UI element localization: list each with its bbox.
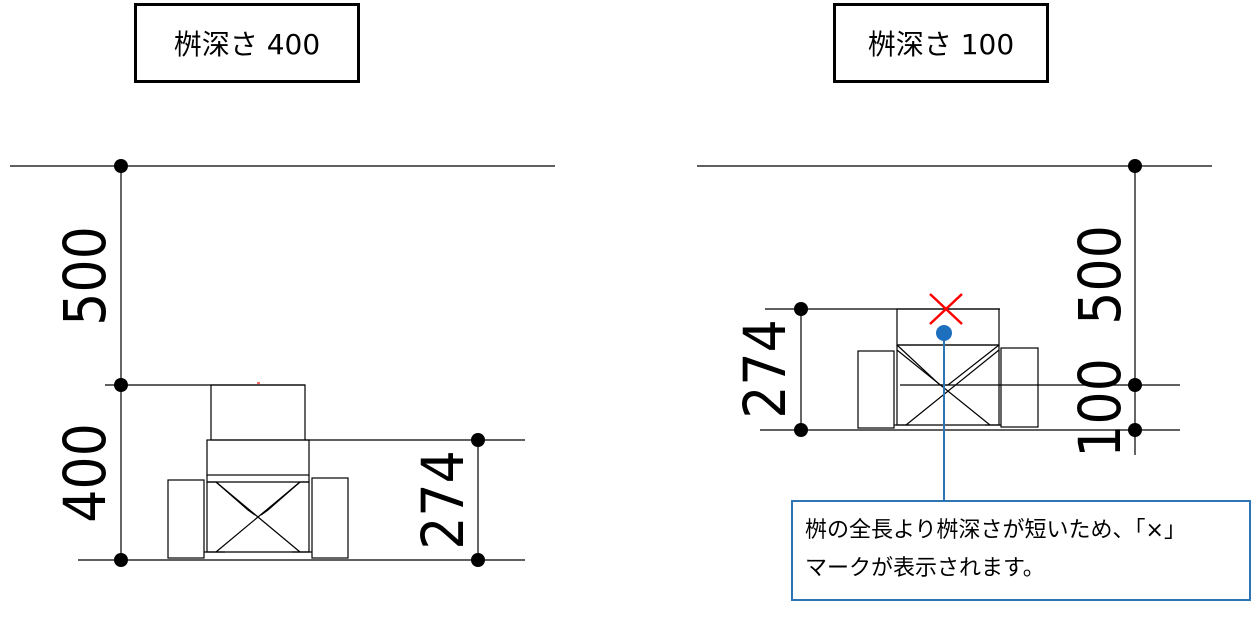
right-basin-body <box>896 345 1000 426</box>
left-nodes <box>114 159 485 567</box>
dimension-node-dot <box>114 553 128 567</box>
dimension-node-dot <box>1128 159 1142 173</box>
right-pipe-r <box>1000 347 1039 428</box>
right-dim-100: 100 <box>1066 358 1134 458</box>
left-riser <box>210 384 306 441</box>
left-dim-500: 500 <box>51 226 119 326</box>
callout-line-2: マークが表示されます。 <box>805 556 1045 581</box>
right-pipe-l <box>857 350 895 429</box>
dimension-node-dot <box>471 553 485 567</box>
callout-box: 桝の全長より桝深さが短いため、「×」 マークが表示されます。 <box>791 500 1251 601</box>
right-dim-274: 274 <box>731 319 799 419</box>
callout-line-1: 桝の全長より桝深さが短いため、「×」 <box>805 518 1186 543</box>
left-depth-label: 桝深さ 400 <box>134 3 360 83</box>
callout-pointer-dot <box>936 325 952 341</box>
right-depth-label: 桝深さ 100 <box>833 3 1049 83</box>
right-cross-b <box>905 349 1000 426</box>
left-depth-text: 桝深さ 400 <box>173 28 321 61</box>
left-pipe-r <box>311 477 349 559</box>
dimension-node-dot <box>114 378 128 392</box>
dimension-node-dot <box>794 302 808 316</box>
left-cross-b <box>215 481 301 553</box>
left-pipe-l <box>167 479 205 559</box>
left-dim-400: 400 <box>51 423 119 523</box>
dimension-node-dot <box>794 423 808 437</box>
right-nodes <box>794 159 1142 437</box>
left-dim-274: 274 <box>409 450 477 550</box>
left-cover <box>206 439 310 476</box>
right-basin-funnel <box>896 344 1000 386</box>
x-mark-icon <box>929 293 963 325</box>
dimension-node-dot <box>1128 378 1142 392</box>
dimension-node-dot <box>114 159 128 173</box>
dimension-node-dot <box>1128 423 1142 437</box>
left-basin-body <box>206 482 310 553</box>
dimension-node-dot <box>471 433 485 447</box>
right-dim-500: 500 <box>1066 225 1134 325</box>
right-depth-text: 桝深さ 100 <box>867 28 1015 61</box>
left-diagram <box>10 165 555 561</box>
